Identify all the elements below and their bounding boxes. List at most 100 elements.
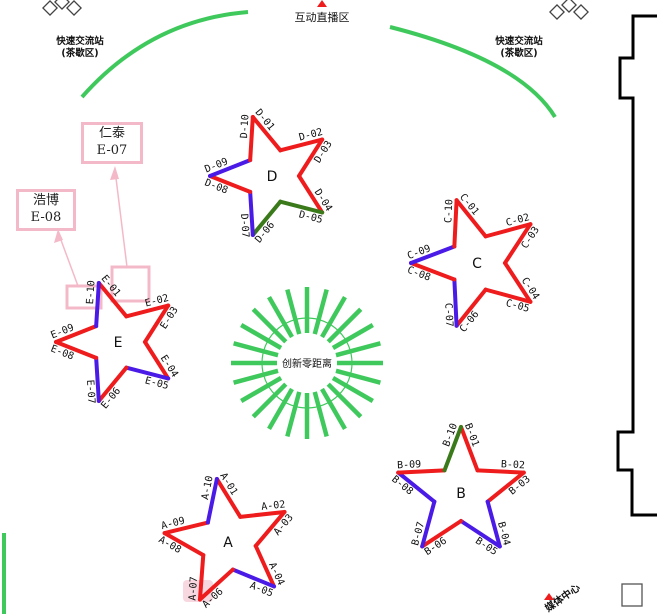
booth-edge-a-04[interactable] bbox=[253, 543, 277, 589]
arrow-head-icon bbox=[110, 166, 119, 180]
booth-label[interactable]: C-07 bbox=[442, 303, 454, 328]
booth-edge-c-04[interactable] bbox=[503, 261, 533, 304]
booth-edge-a-08[interactable] bbox=[162, 531, 206, 558]
booth-edge-d-06[interactable] bbox=[250, 199, 283, 237]
booth-edge-a-06[interactable] bbox=[197, 567, 235, 602]
zone-letter: D bbox=[267, 169, 278, 185]
booth-edge-b-07[interactable] bbox=[420, 499, 437, 549]
booth-edge-c-07[interactable] bbox=[452, 277, 459, 328]
booth-edge-e-03[interactable] bbox=[143, 303, 171, 344]
sunburst-ray bbox=[240, 376, 283, 403]
booth-label[interactable]: E-07 bbox=[84, 379, 96, 404]
booth-label[interactable]: B-03 bbox=[507, 474, 533, 498]
booth-edge-e-06[interactable] bbox=[96, 365, 129, 403]
booth-edge-d-07[interactable] bbox=[248, 189, 255, 237]
booth-edge-e-04[interactable] bbox=[143, 340, 171, 381]
booth-edge-b-04[interactable] bbox=[485, 499, 502, 549]
sunburst-ray bbox=[320, 387, 347, 430]
booth-edge-d-04[interactable] bbox=[297, 174, 325, 215]
zone-letter: E bbox=[114, 335, 123, 351]
booth-edge-e-08[interactable] bbox=[54, 340, 99, 360]
booth-edge-d-08[interactable] bbox=[208, 174, 253, 194]
booth-edge-c-03[interactable] bbox=[503, 222, 533, 265]
booth-edge-c-02[interactable] bbox=[483, 222, 533, 239]
sunburst-ray bbox=[312, 289, 329, 335]
booth-edge-e-05[interactable] bbox=[124, 365, 171, 381]
booth-label[interactable]: E-10 bbox=[85, 280, 97, 305]
booth-edge-e-10[interactable] bbox=[94, 281, 101, 329]
bottom-marker-icon bbox=[544, 593, 554, 600]
exhibitor-tag-e07[interactable]: 仁泰 E-07 bbox=[81, 122, 143, 164]
sunburst-ray bbox=[320, 296, 347, 339]
sunburst-ray bbox=[267, 296, 294, 339]
booth-edge-c-09[interactable] bbox=[409, 244, 457, 265]
booth-label[interactable]: B-08 bbox=[389, 474, 415, 498]
sunburst-ray bbox=[240, 323, 283, 350]
booth-edge-b-08[interactable] bbox=[396, 470, 437, 504]
booth-edge-c-01[interactable] bbox=[454, 198, 488, 239]
booth-edge-b-06[interactable] bbox=[420, 519, 463, 549]
star-zone-e: E-01E-02E-03E-04E-05E-06E-07E-08E-09E-10… bbox=[49, 273, 181, 411]
booth-label[interactable]: C-06 bbox=[458, 309, 482, 335]
booth-edge-d-03[interactable] bbox=[297, 137, 325, 178]
sunburst-ray bbox=[285, 391, 302, 437]
sunburst-ray bbox=[251, 307, 288, 344]
booth-edge-c-06[interactable] bbox=[454, 287, 488, 328]
booth-edge-c-10[interactable] bbox=[452, 198, 459, 249]
booth-edge-c-05[interactable] bbox=[483, 287, 533, 304]
diamond-cluster-icon bbox=[42, 0, 82, 16]
exhibitor-name: 仁泰 bbox=[98, 126, 125, 141]
booth-label[interactable]: E-06 bbox=[99, 386, 123, 412]
booth-edge-b-02[interactable] bbox=[475, 468, 526, 475]
booth-edge-a-07[interactable] bbox=[197, 553, 206, 602]
zone-letter: B bbox=[456, 486, 466, 502]
sunburst-ray bbox=[326, 382, 363, 419]
booth-label[interactable]: A-02 bbox=[261, 499, 286, 513]
booth-edge-b-05[interactable] bbox=[459, 519, 502, 549]
booth-edge-d-10[interactable] bbox=[248, 115, 255, 163]
diamond-cluster-icon bbox=[549, 0, 589, 20]
exhibitor-booth: E-07 bbox=[96, 143, 128, 158]
top-area-label: 互动直播区 bbox=[295, 10, 350, 24]
lounge-right-title: 快速交流站 bbox=[495, 35, 543, 47]
booth-edge-a-03[interactable] bbox=[253, 509, 287, 548]
booth-edge-b-01[interactable] bbox=[459, 425, 480, 473]
booth-label[interactable]: A-03 bbox=[272, 512, 296, 537]
exhibitor-tag-e08[interactable]: 浩博 E-08 bbox=[16, 189, 76, 231]
booth-label[interactable]: D-10 bbox=[239, 114, 251, 139]
lounge-left-subtitle: (茶歇区) bbox=[61, 47, 98, 59]
booth-edge-e-02[interactable] bbox=[124, 303, 171, 319]
star-zone-a: A-01A-02A-03A-04A-05A-06A-07A-08A-09A-10… bbox=[157, 471, 296, 611]
star-zone-d: D-01D-02D-03D-04D-05D-06D-07D-08D-09D-10… bbox=[203, 107, 335, 245]
booth-label[interactable]: D-06 bbox=[253, 220, 277, 246]
booth-edge-b-09[interactable] bbox=[396, 468, 447, 475]
booth-label[interactable]: D-07 bbox=[238, 213, 250, 238]
lounge-arc-right bbox=[389, 25, 557, 119]
booth-label[interactable]: A-07 bbox=[187, 576, 200, 601]
booth-edge-c-08[interactable] bbox=[409, 261, 457, 282]
booth-edge-e-01[interactable] bbox=[96, 281, 129, 319]
booth-edge-e-07[interactable] bbox=[94, 355, 101, 403]
booth-edge-a-05[interactable] bbox=[230, 567, 277, 589]
tag-connector-line bbox=[57, 231, 79, 287]
center-stage-circle bbox=[261, 317, 353, 409]
booth-edge-d-09[interactable] bbox=[208, 158, 253, 178]
booth-edge-d-02[interactable] bbox=[278, 137, 325, 153]
lounge-left-title: 快速交流站 bbox=[56, 35, 104, 47]
booth-edge-b-10[interactable] bbox=[442, 425, 463, 473]
booth-highlight-e08 bbox=[65, 284, 103, 310]
exhibitor-booth: E-08 bbox=[30, 210, 62, 225]
booth-edge-a-01[interactable] bbox=[214, 476, 243, 519]
booth-label[interactable]: B-09 bbox=[397, 459, 422, 471]
booth-label[interactable]: A-10 bbox=[200, 475, 216, 501]
booth-edge-a-09[interactable] bbox=[162, 520, 210, 536]
booth-edge-e-09[interactable] bbox=[54, 324, 99, 344]
booth-edge-b-03[interactable] bbox=[485, 470, 526, 504]
booth-edge-a-02[interactable] bbox=[238, 509, 287, 519]
booth-edge-a-10[interactable] bbox=[205, 476, 219, 525]
booth-label[interactable]: C-10 bbox=[443, 199, 455, 224]
booth-label[interactable]: B-02 bbox=[501, 459, 526, 471]
sunburst-ray bbox=[233, 368, 279, 385]
booth-edge-d-01[interactable] bbox=[250, 115, 283, 153]
booth-edge-d-05[interactable] bbox=[278, 199, 325, 215]
